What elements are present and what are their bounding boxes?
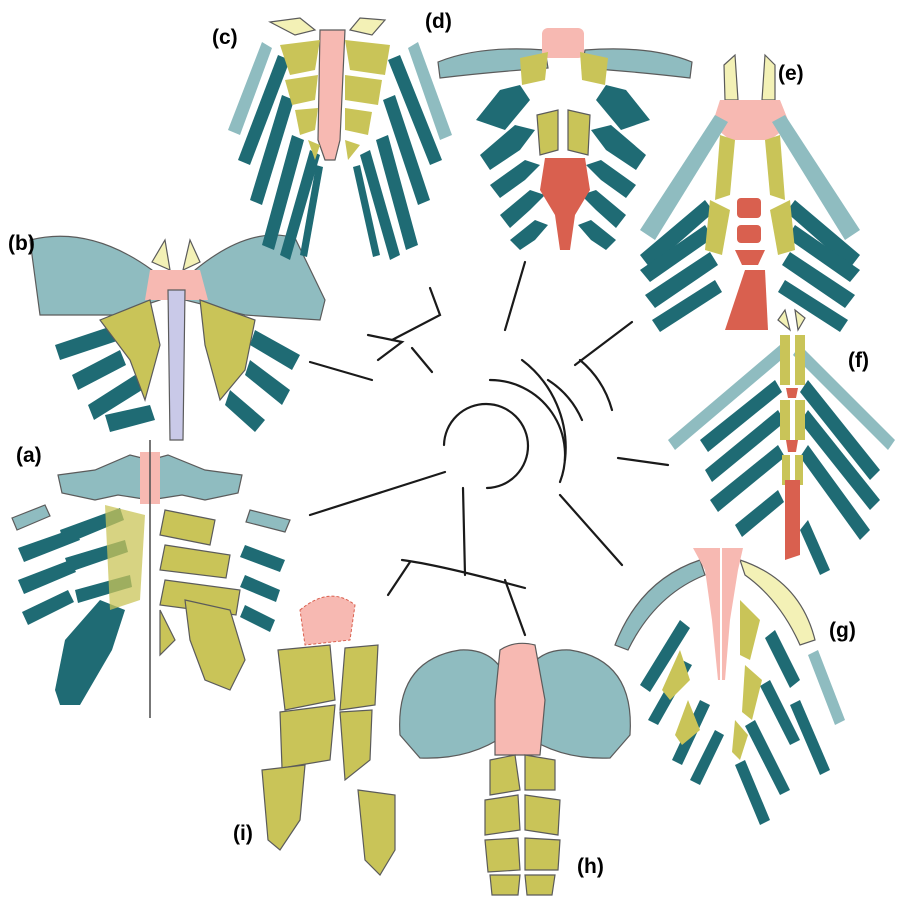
phylogenetic-tree bbox=[310, 262, 668, 635]
panel-a bbox=[12, 440, 290, 718]
panel-label-c: (c) bbox=[212, 26, 238, 49]
panel-label-b: (b) bbox=[8, 232, 35, 255]
panel-b bbox=[30, 235, 325, 440]
panel-label-d: (d) bbox=[425, 10, 452, 33]
panel-c bbox=[228, 18, 452, 260]
panel-label-h: (h) bbox=[577, 855, 604, 878]
panel-label-a: (a) bbox=[16, 444, 42, 467]
panel-i bbox=[262, 596, 395, 875]
panel-label-i: (i) bbox=[233, 822, 253, 845]
panel-e bbox=[640, 55, 860, 332]
panel-g bbox=[615, 548, 845, 825]
panel-label-f: (f) bbox=[848, 349, 869, 372]
panel-label-g: (g) bbox=[829, 619, 856, 642]
panel-label-e: (e) bbox=[778, 62, 804, 85]
